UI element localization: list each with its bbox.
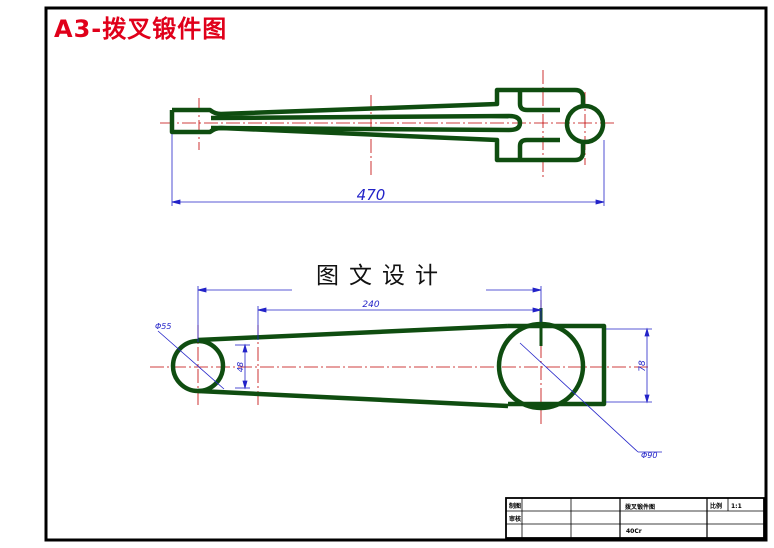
dimension-phi55-label: Φ55 xyxy=(155,322,171,331)
dimension-470-label: 470 xyxy=(357,186,386,204)
drawing-border xyxy=(44,6,768,542)
title-block-material: 40Cr xyxy=(626,528,642,535)
top-view-dimension-470 xyxy=(171,134,605,206)
top-view: 470 xyxy=(160,70,615,206)
dimension-48-label: 48 xyxy=(236,362,245,372)
title-block-part-name: 拨叉锻件图 xyxy=(625,503,655,511)
title-block-checker-label: 审核 xyxy=(509,515,521,523)
dimension-78-label: 78 xyxy=(638,360,648,372)
dimension-240-label: 240 xyxy=(362,300,379,310)
dimension-phi90-label: Φ90 xyxy=(641,451,657,460)
top-view-outline xyxy=(169,87,606,163)
front-view-outline xyxy=(170,308,607,411)
title-block-drafter-label: 制图 xyxy=(509,502,521,510)
watermark-caption: 图文设计 xyxy=(312,256,452,290)
drawing-title: A3-拨叉锻件图 xyxy=(54,15,228,43)
title-block-scale-label: 比例 xyxy=(710,502,722,510)
title-block-scale-value: 1:1 xyxy=(731,503,742,510)
front-view-dimension-lines xyxy=(157,286,662,453)
title-block xyxy=(505,497,765,539)
front-view: 240 Φ55 48 78 Φ90 xyxy=(150,286,662,460)
